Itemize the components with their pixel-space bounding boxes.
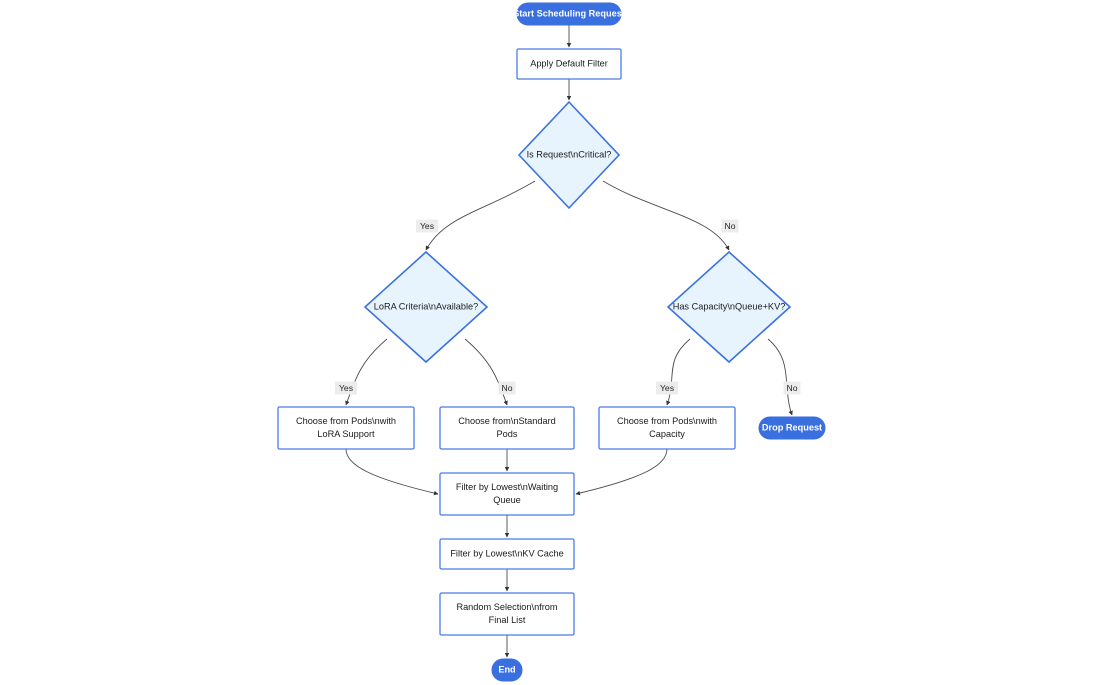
edge-label-text: Yes: [420, 221, 434, 231]
node-has_capacity[interactable]: Has Capacity\nQueue+KV?: [666, 250, 792, 364]
node-shape-diamond: [363, 250, 489, 364]
edge-is_request_critical-to-has_capacity: [602, 180, 730, 251]
edge-label-has_capacity-to-drop_request: No: [783, 381, 801, 395]
node-label-apply_default_filter: Apply Default Filter: [530, 58, 608, 68]
node-label-drop_request: Drop Request: [762, 422, 822, 432]
node-label-has_capacity: Has Capacity\nQueue+KV?: [673, 301, 786, 311]
edge-label-has_capacity-to-choose_capacity_pods: Yes: [656, 381, 678, 395]
node-shape-diamond: [666, 250, 792, 364]
node-shape-rect: [277, 406, 415, 450]
edge-label-is_request_critical-to-has_capacity: No: [721, 219, 739, 233]
node-label-choose_lora_pods: LoRA Support: [317, 429, 375, 439]
edge-lora_criteria_available-to-choose_standard_pods: [464, 338, 508, 406]
node-label-filter_kv_cache: Filter by Lowest\nKV Cache: [450, 548, 563, 558]
edge-has_capacity-to-drop_request: [767, 338, 793, 416]
node-label-choose_standard_pods: Choose from\nStandard: [458, 416, 556, 426]
edge-label-background: [416, 219, 438, 233]
node-shape-rect: [439, 472, 575, 516]
node-start[interactable]: Start Scheduling Request: [513, 2, 625, 26]
edge-lora_criteria_available-to-choose_lora_pods: [345, 338, 388, 406]
edge-label-text: No: [787, 383, 798, 393]
edge-has_capacity-to-choose_capacity_pods: [666, 338, 691, 406]
node-shape-pill: [491, 658, 523, 682]
node-shape-rect: [439, 592, 575, 636]
edge-label-background: [656, 381, 678, 395]
edge-label-lora_criteria_available-to-choose_standard_pods: No: [498, 381, 516, 395]
node-label-filter_waiting_queue: Filter by Lowest\nWaiting: [456, 482, 558, 492]
edge-label-text: Yes: [339, 383, 353, 393]
node-shape-pill: [758, 416, 826, 440]
node-apply_default_filter[interactable]: Apply Default Filter: [516, 48, 622, 80]
edge-is_request_critical-to-lora_criteria_available: [425, 180, 536, 251]
node-is_request_critical[interactable]: Is Request\nCritical?: [517, 100, 621, 210]
edge-label-text: No: [725, 221, 736, 231]
node-label-choose_lora_pods: Choose from Pods\nwith: [296, 416, 396, 426]
edge-choose_capacity_pods-to-filter_waiting_queue: [575, 448, 668, 496]
edge-label-text: Yes: [660, 383, 674, 393]
edge-label-text: No: [502, 383, 513, 393]
node-shape-rect: [598, 406, 736, 450]
node-shape-pill: [516, 2, 622, 26]
node-shape-rect: [439, 538, 575, 570]
edge-choose_lora_pods-to-filter_waiting_queue: [345, 448, 439, 496]
node-label-is_request_critical: Is Request\nCritical?: [527, 149, 612, 159]
node-label-end: End: [498, 664, 515, 674]
edge-label-background: [335, 381, 357, 395]
node-drop_request[interactable]: Drop Request: [758, 416, 826, 440]
node-label-choose_capacity_pods: Capacity: [649, 429, 685, 439]
node-label-choose_standard_pods: Pods: [497, 429, 518, 439]
node-shape-rect: [516, 48, 622, 80]
node-label-choose_capacity_pods: Choose from Pods\nwith: [617, 416, 717, 426]
edge-label-is_request_critical-to-lora_criteria_available: Yes: [416, 219, 438, 233]
edge-label-background: [498, 381, 516, 395]
node-label-random_selection: Final List: [489, 615, 526, 625]
node-filter_kv_cache[interactable]: Filter by Lowest\nKV Cache: [439, 538, 575, 570]
node-lora_criteria_available[interactable]: LoRA Criteria\nAvailable?: [363, 250, 489, 364]
node-label-start: Start Scheduling Request: [513, 8, 625, 18]
edge-label-background: [721, 219, 739, 233]
node-label-lora_criteria_available: LoRA Criteria\nAvailable?: [374, 301, 479, 311]
edge-layer: [345, 25, 793, 658]
edge-label-background: [783, 381, 801, 395]
node-label-filter_waiting_queue: Queue: [493, 495, 521, 505]
edge-label-lora_criteria_available-to-choose_lora_pods: Yes: [335, 381, 357, 395]
node-end[interactable]: End: [491, 658, 523, 682]
node-shape-diamond: [517, 100, 621, 210]
node-label-random_selection: Random Selection\nfrom: [456, 602, 557, 612]
node-shape-rect: [439, 406, 575, 450]
